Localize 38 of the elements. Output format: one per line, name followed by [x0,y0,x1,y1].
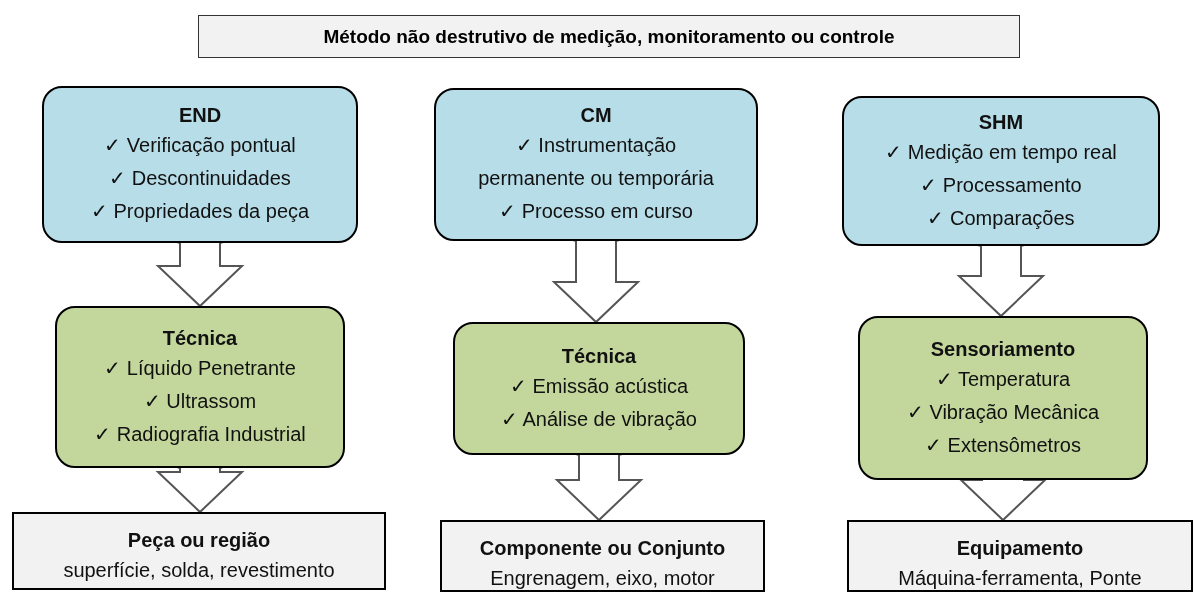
checklist-item: ✓ Ultrassom [143,388,257,414]
checklist-item: ✓ Processo em curso [499,199,693,224]
checklist-item: ✓ Processamento [920,172,1082,198]
target-box [440,520,765,592]
checklist-item: ✓ Descontinuidades [109,166,291,191]
box-heading: END [178,103,222,128]
checklist-item: ✓ Temperatura [935,366,1071,392]
box-heading: Equipamento [956,536,1084,561]
target-box [847,520,1193,592]
box-text: Engrenagem, eixo, motor [490,566,715,591]
checklist-item: ✓ Emissão acústica [509,373,689,399]
target-box [12,512,386,590]
checklist-item: ✓ Extensômetros [925,432,1081,458]
technique-box [858,316,1148,480]
box-text: Máquina-ferramenta, Ponte [898,566,1142,591]
checklist-item: ✓ Medição em tempo real [885,139,1117,165]
technique-box [55,306,345,468]
box-text: superfície, solda, revestimento [63,558,335,583]
box-heading: SHM [978,109,1024,135]
box-heading: Peça ou região [127,528,271,553]
checklist-item: ✓ Verificação pontual [104,133,296,158]
checklist-item: ✓ Comparações [927,205,1075,231]
box-heading: Sensoriamento [930,336,1076,362]
box-heading: Componente ou Conjunto [479,536,726,561]
checklist-item: ✓ Radiografia Industrial [94,421,306,447]
method-box [842,96,1160,246]
box-heading: Técnica [162,325,238,351]
method-box [42,86,358,243]
checklist-item: ✓ Líquido Penetrante [104,355,296,381]
checklist-item: ✓ Vibração Mecânica [906,399,1100,425]
checklist-item: ✓ Análise de vibração [501,406,697,432]
method-box [434,88,758,241]
box-heading: CM [580,103,612,128]
title-box: Método não destrutivo de medição, monitoramento ou controle [198,15,1020,58]
checklist-item: ✓ Instrumentação permanente ou temporária [477,133,715,191]
technique-box [453,322,745,455]
box-heading: Técnica [561,343,637,369]
checklist-item: ✓ Propriedades da peça [90,199,310,224]
